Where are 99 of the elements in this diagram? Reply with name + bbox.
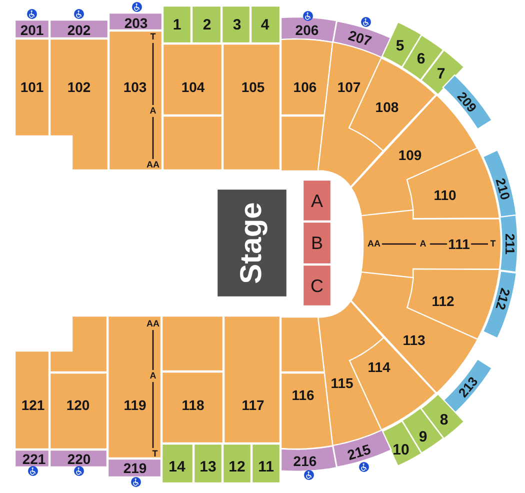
section-label: 101 bbox=[20, 80, 44, 94]
section-label: 1 bbox=[172, 18, 182, 32]
seating-section bbox=[109, 31, 162, 170]
section-label: 103 bbox=[123, 80, 147, 94]
section-label: 215 bbox=[346, 442, 372, 462]
seating-section bbox=[163, 116, 222, 170]
section-label: 209 bbox=[455, 90, 479, 114]
stage-label: Stage bbox=[237, 202, 267, 284]
section-label: 3 bbox=[232, 18, 242, 32]
section-label: 13 bbox=[200, 460, 216, 474]
section-label: 207 bbox=[346, 28, 374, 48]
section-label: 206 bbox=[295, 22, 319, 37]
section-label: 11 bbox=[258, 460, 274, 474]
seating-section bbox=[15, 351, 49, 449]
floor-section bbox=[303, 265, 331, 306]
seating-section bbox=[192, 6, 221, 43]
section-label: 4 bbox=[260, 18, 270, 32]
row-label: T bbox=[152, 450, 158, 458]
section-label: 116 bbox=[292, 388, 314, 402]
section-label: 221 bbox=[22, 452, 46, 466]
row-label: A bbox=[150, 106, 156, 116]
seating-section bbox=[162, 444, 193, 483]
section-label: 109 bbox=[398, 148, 422, 162]
section-label: 102 bbox=[67, 80, 91, 94]
section-label: 219 bbox=[123, 461, 147, 475]
seating-section bbox=[252, 444, 280, 483]
section-label: 114 bbox=[368, 360, 390, 374]
seating-section bbox=[163, 6, 191, 43]
seating-section bbox=[50, 316, 107, 372]
section-label: 111 bbox=[448, 237, 470, 251]
section-label: 113 bbox=[402, 332, 426, 347]
section-label: 212 bbox=[494, 286, 512, 312]
seating-section bbox=[50, 373, 107, 449]
section-label: 201 bbox=[20, 23, 44, 37]
section-label: C bbox=[310, 277, 324, 295]
section-label: 120 bbox=[66, 398, 90, 412]
section-label: 110 bbox=[434, 188, 456, 202]
section-label: 8 bbox=[440, 412, 448, 428]
seating-section bbox=[109, 13, 162, 30]
seating-section bbox=[222, 6, 250, 43]
seating-section bbox=[251, 6, 280, 43]
seating-section bbox=[163, 44, 222, 115]
seating-section bbox=[280, 373, 333, 449]
floor-section bbox=[303, 180, 331, 221]
section-label: 119 bbox=[124, 398, 146, 412]
section-label: 202 bbox=[67, 23, 91, 37]
seating-section bbox=[50, 20, 108, 38]
row-label: A bbox=[150, 372, 156, 380]
section-label: 203 bbox=[124, 16, 148, 30]
seating-section bbox=[482, 270, 516, 338]
seating-section bbox=[15, 450, 49, 467]
section-label: 5 bbox=[396, 38, 404, 54]
section-label: 14 bbox=[168, 460, 186, 474]
section-label: 210 bbox=[494, 176, 512, 202]
seating-section bbox=[402, 34, 444, 80]
seating-section bbox=[194, 444, 222, 483]
seating-section bbox=[280, 39, 333, 115]
section-label: 115 bbox=[330, 376, 354, 390]
section-label: 117 bbox=[242, 398, 264, 412]
section-label: 211 bbox=[503, 234, 516, 254]
seating-section bbox=[108, 459, 161, 477]
seating-section bbox=[50, 39, 108, 170]
section-label: 104 bbox=[181, 80, 205, 94]
section-label: B bbox=[311, 234, 323, 252]
section-label: 118 bbox=[182, 398, 204, 412]
section-label: 106 bbox=[293, 80, 317, 94]
section-label: 112 bbox=[432, 294, 454, 308]
seating-section bbox=[50, 450, 107, 467]
row-label: A bbox=[420, 240, 426, 248]
seating-section bbox=[500, 215, 518, 273]
seating-section bbox=[162, 316, 223, 371]
section-label: 12 bbox=[228, 460, 246, 474]
section-label: 9 bbox=[418, 429, 428, 444]
section-label: 6 bbox=[416, 51, 426, 66]
row-label: AA bbox=[146, 160, 160, 170]
section-label: 220 bbox=[67, 452, 91, 466]
section-label: 216 bbox=[293, 454, 317, 468]
seating-section bbox=[223, 444, 251, 483]
seating-section bbox=[162, 372, 223, 443]
section-label: 10 bbox=[392, 442, 410, 458]
row-label: T bbox=[150, 32, 156, 42]
stage-block bbox=[217, 189, 287, 297]
row-label: AA bbox=[146, 320, 160, 328]
section-label: 213 bbox=[456, 374, 480, 400]
seating-section bbox=[15, 39, 49, 136]
floor-section bbox=[303, 222, 331, 264]
section-label: A bbox=[311, 192, 323, 210]
section-label: 105 bbox=[241, 80, 265, 94]
seating-section bbox=[482, 150, 516, 218]
seating-section bbox=[15, 20, 49, 38]
section-label: 7 bbox=[436, 66, 446, 82]
section-label: 108 bbox=[375, 100, 399, 114]
section-label: 121 bbox=[21, 398, 45, 412]
section-label: 2 bbox=[202, 18, 212, 32]
seating-section bbox=[360, 210, 501, 278]
seating-section bbox=[332, 430, 391, 468]
row-label: T bbox=[490, 240, 496, 248]
row-label: AA bbox=[368, 240, 380, 248]
section-label: 107 bbox=[337, 80, 361, 94]
